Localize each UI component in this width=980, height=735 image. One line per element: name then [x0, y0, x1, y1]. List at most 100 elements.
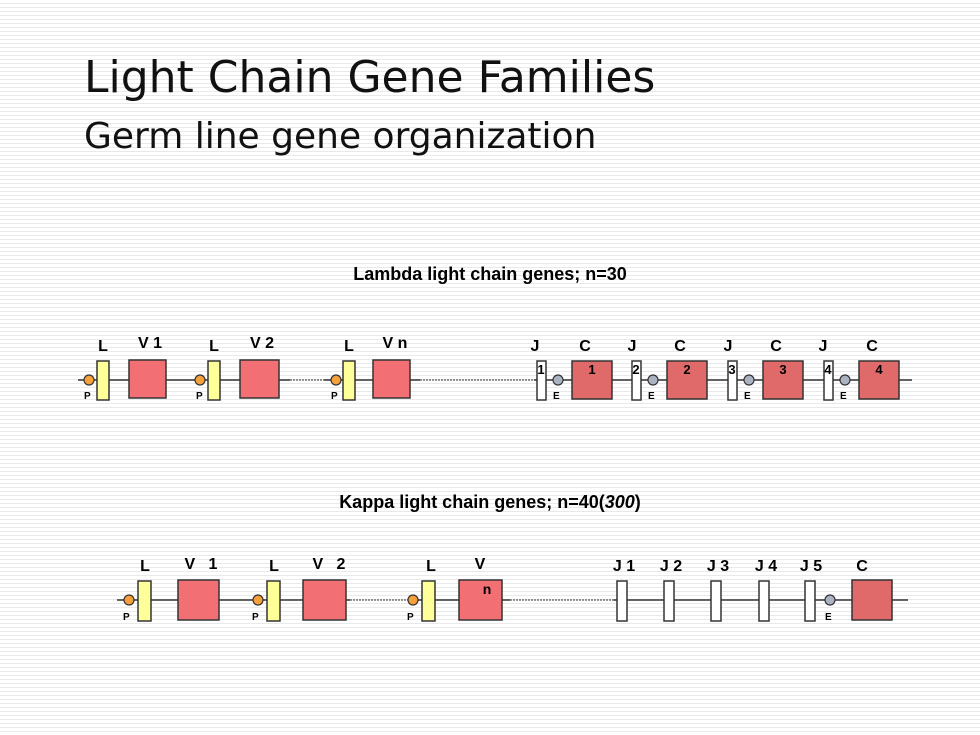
- promoter-icon: [83, 374, 95, 386]
- lambda-v-segment-n: P L V n: [330, 335, 411, 402]
- j-label: J: [724, 338, 733, 355]
- j-exon-4: [758, 580, 770, 622]
- leader-exon: [421, 580, 436, 622]
- v-label: V n: [383, 335, 408, 352]
- v-exon: [239, 359, 280, 399]
- page-subtitle: Germ line gene organization: [84, 116, 597, 157]
- enhancer-label: E: [744, 391, 751, 402]
- c-exon: [571, 360, 613, 400]
- j-exon-1: [616, 580, 628, 622]
- enhancer-label: E: [825, 612, 832, 623]
- j-number: 3: [728, 362, 735, 377]
- j-exon-3: [710, 580, 722, 622]
- leader-exon: [266, 580, 281, 622]
- leader-label: L: [426, 558, 436, 575]
- promoter-icon: [194, 374, 206, 386]
- enhancer-label: E: [648, 391, 655, 402]
- j-label-5: J 5: [800, 558, 822, 575]
- v-label: V 1: [138, 335, 162, 352]
- promoter-label: P: [407, 612, 414, 623]
- leader-label: L: [269, 558, 279, 575]
- c-exon: [762, 360, 804, 400]
- leader-label: L: [209, 338, 219, 355]
- promoter-icon: [330, 374, 342, 386]
- c-label: C: [866, 338, 878, 355]
- j-label: J: [628, 338, 637, 355]
- v-exon: [128, 359, 167, 399]
- c-exon: [851, 579, 893, 621]
- promoter-icon: [407, 594, 419, 606]
- page-title: Light Chain Gene Families: [84, 52, 656, 103]
- c-number: 3: [779, 362, 786, 377]
- j-exon: [536, 360, 547, 401]
- j-label: J: [819, 338, 828, 355]
- lambda-locus: P L V 1 P L V 2 P L V n 1 J: [78, 335, 912, 402]
- kappa-title-suffix: ): [634, 492, 641, 512]
- lambda-jc-cluster-3: 3 J E 3 C: [724, 338, 804, 402]
- promoter-label: P: [123, 612, 130, 623]
- enhancer-label: E: [553, 391, 560, 402]
- leader-label: L: [140, 558, 150, 575]
- promoter-label: P: [331, 391, 338, 402]
- promoter-icon: [123, 594, 135, 606]
- c-number: 2: [683, 362, 690, 377]
- j-label: J: [531, 338, 540, 355]
- j-label-3: J 3: [707, 558, 729, 575]
- kappa-title: Kappa light chain genes; n=40(300): [0, 492, 980, 513]
- leader-exon: [342, 360, 356, 401]
- c-label: C: [770, 338, 782, 355]
- c-number: 4: [875, 362, 883, 377]
- v-exon: [177, 579, 220, 621]
- leader-label: L: [98, 338, 108, 355]
- j-label-4: J 4: [755, 558, 777, 575]
- c-label: C: [856, 558, 868, 575]
- enhancer-icon: [743, 374, 755, 386]
- c-exon: [858, 360, 900, 400]
- v-label: V: [475, 556, 486, 573]
- promoter-label: P: [84, 391, 91, 402]
- lambda-jc-cluster-1: 1 J E 1 C: [531, 338, 613, 402]
- promoter-icon: [252, 594, 264, 606]
- c-exon: [666, 360, 708, 400]
- c-label: C: [674, 338, 686, 355]
- lambda-jc-cluster-2: 2 J E 2 C: [628, 338, 708, 402]
- v-exon: [302, 579, 347, 621]
- lambda-jc-cluster-4: 4 J E 4 C: [819, 338, 900, 402]
- j-exon: [631, 360, 642, 401]
- kappa-title-prefix: Kappa light chain genes; n=40(: [339, 492, 605, 512]
- j-exon-2: [663, 580, 675, 622]
- leader-exon: [137, 580, 152, 622]
- j-exon: [823, 360, 834, 401]
- j-label-2: J 2: [660, 558, 682, 575]
- leader-exon: [207, 360, 221, 401]
- enhancer-icon: [839, 374, 851, 386]
- v-label: V 2: [250, 335, 274, 352]
- c-number: 1: [588, 362, 595, 377]
- kappa-locus: P L V 1 P L V 2 P L V n: [117, 556, 908, 623]
- j-label-1: J 1: [613, 558, 635, 575]
- promoter-label: P: [196, 391, 203, 402]
- kappa-v-segment-1: P L V 1: [123, 556, 220, 623]
- promoter-label: P: [252, 612, 259, 623]
- v-label: V 2: [313, 556, 346, 573]
- v-label: V 1: [185, 556, 218, 573]
- lambda-v-segment-1: P L V 1: [83, 335, 167, 402]
- v-exon: [458, 579, 503, 621]
- kappa-v-segment-n: P L V n: [407, 556, 503, 623]
- v-exon: [372, 359, 411, 399]
- leader-exon: [96, 360, 110, 401]
- v-inner-label: n: [483, 581, 492, 597]
- j-exon: [727, 360, 738, 401]
- lambda-title: Lambda light chain genes; n=30: [353, 264, 627, 284]
- j-number: 4: [824, 362, 832, 377]
- enhancer-icon: [647, 374, 659, 386]
- enhancer-icon: [824, 594, 836, 606]
- kappa-title-italic: 300: [604, 492, 635, 512]
- lambda-v-segment-2: P L V 2: [194, 335, 280, 402]
- j-exon-5: [804, 580, 816, 622]
- c-label: C: [579, 338, 591, 355]
- kappa-v-segment-2: P L V 2: [252, 556, 347, 623]
- enhancer-icon: [552, 374, 564, 386]
- enhancer-label: E: [840, 391, 847, 402]
